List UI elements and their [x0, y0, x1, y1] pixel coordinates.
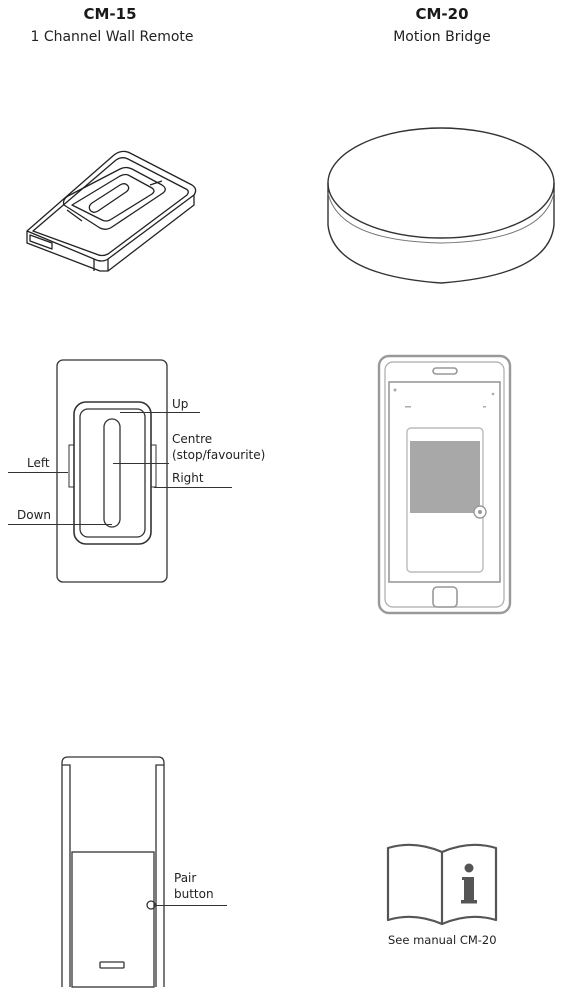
- down-label: Down: [17, 508, 52, 522]
- remote-front-diagram: [56, 359, 168, 583]
- cm15-product-name: 1 Channel Wall Remote: [30, 29, 194, 45]
- pair-label: Pair: [174, 871, 197, 885]
- cm15-model-title: CM-15: [83, 5, 137, 23]
- remote-back-diagram: [61, 756, 165, 988]
- cm20-model-title: CM-20: [415, 5, 469, 23]
- right-label: Right: [172, 471, 204, 485]
- wall-remote-3d-illustration: [26, 150, 197, 272]
- centre-detail-label: (stop/favourite): [172, 448, 266, 462]
- centre-label: Centre: [172, 432, 213, 446]
- cm20-product-name: Motion Bridge: [393, 29, 491, 45]
- pair-button-label: button: [174, 887, 214, 901]
- see-manual-caption: See manual CM-20: [388, 933, 497, 947]
- left-label: Left: [27, 456, 50, 470]
- manual-book-info-icon: [386, 843, 498, 926]
- up-label: Up: [172, 397, 189, 411]
- smartphone-illustration: [377, 354, 512, 615]
- motion-bridge-illustration: [327, 127, 555, 284]
